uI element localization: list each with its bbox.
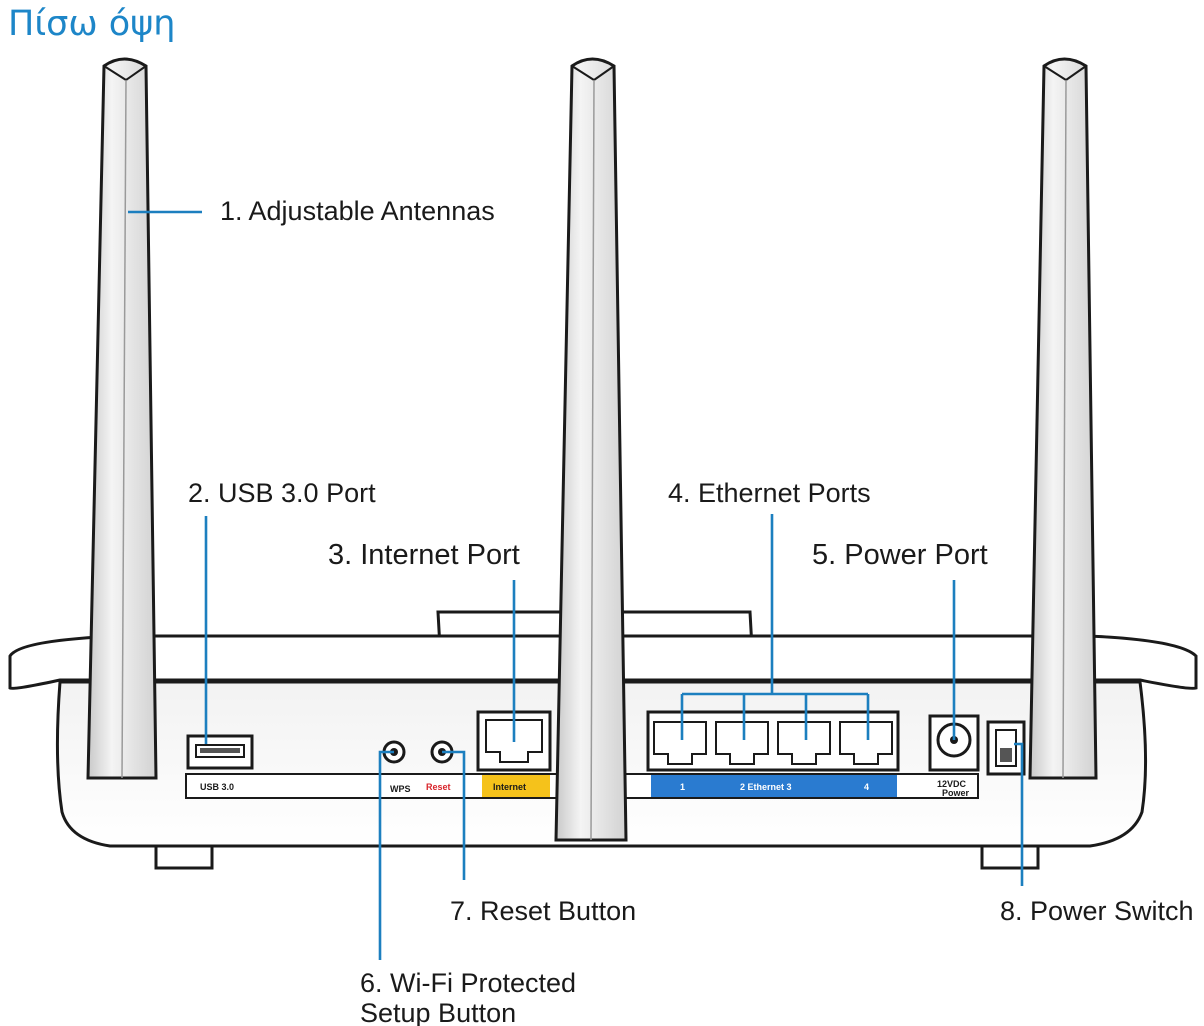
panel-label-eth4: 4 (864, 782, 869, 792)
antenna-middle (554, 57, 628, 842)
callout-reset: 7. Reset Button (450, 896, 636, 926)
ethernet-label-bg (651, 775, 897, 797)
panel-label-usb: USB 3.0 (200, 782, 234, 792)
panel-label-power-top: 12VDC (937, 779, 967, 789)
usb-port (186, 734, 254, 770)
page-title: Πίσω όψη (8, 4, 176, 44)
power-switch (986, 720, 1026, 776)
ethernet-port-3 (777, 721, 831, 765)
antenna-right (1028, 57, 1098, 780)
router-foot-left (154, 844, 214, 870)
leader-reset (442, 750, 466, 880)
ethernet-port-1 (653, 721, 707, 765)
callout-power-switch: 8. Power Switch (1000, 896, 1194, 926)
leader-ethernet (680, 514, 870, 740)
panel-label-reset: Reset (426, 782, 451, 792)
panel-label-power-bottom: Power (942, 788, 970, 798)
callout-antennas: 1. Adjustable Antennas (220, 196, 495, 226)
antenna-left (86, 57, 158, 780)
internet-label-bg (482, 775, 550, 797)
panel-label-eth1: 1 (680, 782, 685, 792)
router-foot-right (980, 844, 1040, 870)
leader-wps (378, 750, 394, 960)
callout-wps-line1: 6. Wi-Fi Protected (360, 968, 576, 998)
ethernet-port-2 (715, 721, 769, 765)
panel-label-wps: WPS (390, 784, 411, 794)
callout-ethernet: 4. Ethernet Ports (668, 478, 871, 508)
leader-power-switch (1014, 742, 1024, 886)
panel-label-internet: Internet (493, 782, 526, 792)
callout-internet: 3. Internet Port (328, 539, 520, 571)
leader-lines (128, 210, 1024, 960)
callout-wps-line2: Setup Button (360, 998, 516, 1026)
ethernet-ports (646, 710, 900, 772)
callout-power-port: 5. Power Port (812, 539, 988, 571)
ethernet-port-4 (839, 721, 893, 765)
callout-usb: 2. USB 3.0 Port (188, 478, 376, 508)
panel-label-eth-mid: 2 Ethernet 3 (740, 782, 792, 792)
